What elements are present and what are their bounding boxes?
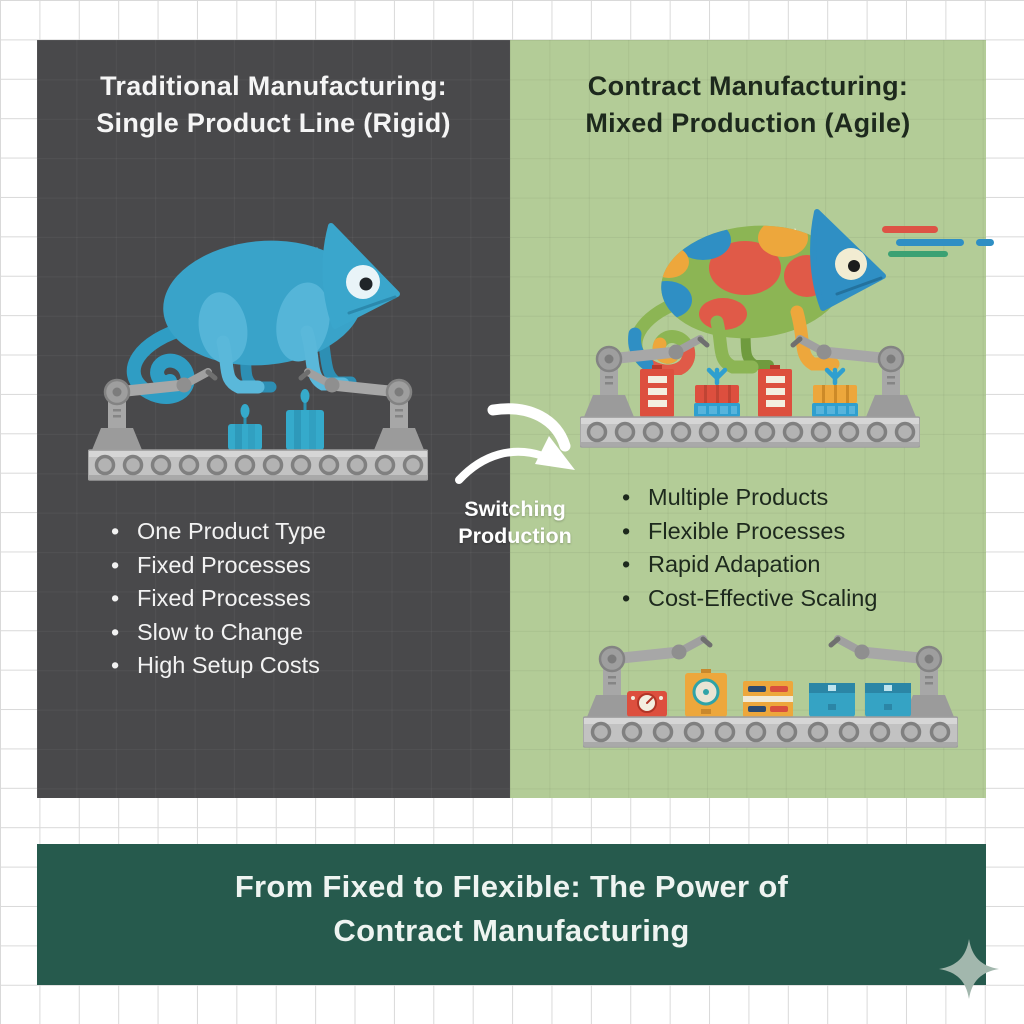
bullet-item: Slow to Change bbox=[103, 616, 326, 650]
bullet-item: Fixed Processes bbox=[103, 549, 326, 583]
traditional-manufacturing-panel: Traditional Manufacturing: Single Produc… bbox=[37, 40, 510, 798]
robot-arm-right bbox=[298, 368, 424, 450]
teal-container-product bbox=[809, 683, 855, 717]
right-panel-title-line1: Contract Manufacturing: bbox=[587, 71, 909, 101]
robot-arm-right bbox=[828, 635, 954, 717]
right-panel-title-line2: Mixed Production (Agile) bbox=[585, 108, 911, 138]
belt bbox=[583, 716, 958, 748]
bullet-item: One Product Type bbox=[103, 515, 326, 549]
robot-arm-left bbox=[587, 635, 713, 717]
left-panel-title: Traditional Manufacturing: Single Produc… bbox=[37, 68, 510, 142]
upper-right-conveyor-belt bbox=[580, 335, 920, 448]
banner-title-line1: From Fixed to Flexible: The Power of bbox=[234, 869, 789, 904]
switching-label-line2: Production bbox=[458, 524, 572, 548]
striped-box-product bbox=[743, 681, 793, 717]
robot-arm-right bbox=[790, 335, 916, 417]
yellow-gadget-product bbox=[685, 669, 727, 717]
switching-label-line1: Switching bbox=[464, 497, 566, 521]
bullet-item: Cost-Effective Scaling bbox=[614, 582, 877, 616]
belt-rollers bbox=[94, 454, 424, 476]
curved-switching-arrow-icon bbox=[455, 403, 575, 484]
contract-manufacturing-panel: Contract Manufacturing: Mixed Production… bbox=[510, 40, 994, 798]
blue-product-large bbox=[286, 389, 324, 450]
yellow-crate-product bbox=[812, 367, 858, 417]
robot-arm-left bbox=[584, 335, 710, 417]
bullet-item: Multiple Products bbox=[614, 481, 877, 515]
left-panel-title-line1: Traditional Manufacturing: bbox=[100, 71, 447, 101]
right-panel-title: Contract Manufacturing: Mixed Production… bbox=[510, 68, 986, 142]
bottom-banner: From Fixed to Flexible: The Power of Con… bbox=[37, 844, 986, 985]
left-bullet-list: One Product Type Fixed Processes Fixed P… bbox=[103, 515, 326, 683]
lower-right-conveyor-belt bbox=[583, 635, 958, 748]
left-conveyor-belt bbox=[88, 368, 428, 481]
red-cabinet-product bbox=[640, 365, 674, 417]
teal-container-product bbox=[865, 683, 911, 717]
banner-title: From Fixed to Flexible: The Power of Con… bbox=[37, 844, 986, 953]
right-bullet-list: Multiple Products Flexible Processes Rap… bbox=[614, 481, 877, 615]
bullet-item: Flexible Processes bbox=[614, 515, 877, 549]
bullet-item: Rapid Adapation bbox=[614, 548, 877, 582]
red-crate-product bbox=[694, 367, 740, 417]
blue-chameleon-illustration bbox=[126, 223, 400, 404]
speed-dash-lines bbox=[882, 226, 994, 257]
left-panel-title-line2: Single Product Line (Rigid) bbox=[96, 108, 451, 138]
red-gadget-product bbox=[627, 691, 667, 717]
four-point-sparkle-icon bbox=[939, 939, 999, 999]
banner-title-line2: Contract Manufacturing bbox=[333, 913, 690, 948]
robot-arm-left bbox=[92, 368, 218, 450]
belt bbox=[580, 416, 920, 448]
belt-rollers bbox=[590, 721, 951, 743]
belt-rollers bbox=[586, 421, 916, 443]
belt bbox=[88, 449, 428, 481]
switching-production-label: Switching Production bbox=[435, 496, 595, 550]
bullet-item: Fixed Processes bbox=[103, 582, 326, 616]
red-cabinet-product bbox=[758, 365, 792, 417]
bullet-item: High Setup Costs bbox=[103, 649, 326, 683]
blue-product-small bbox=[228, 404, 262, 450]
